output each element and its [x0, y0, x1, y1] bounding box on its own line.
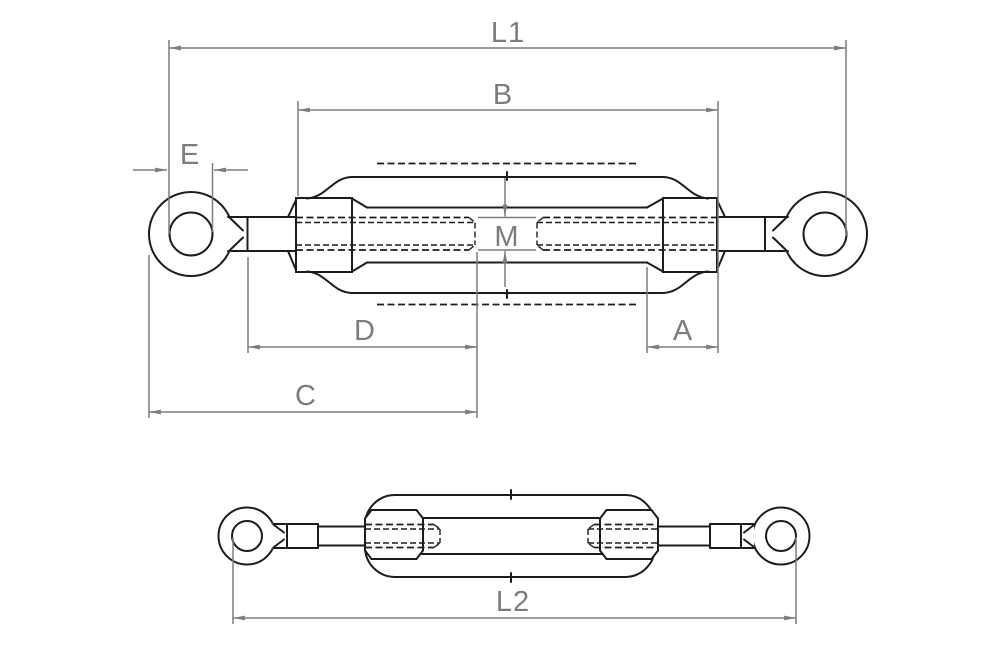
- left-eye-top: [217, 506, 277, 566]
- dimension-b: B: [297, 79, 719, 113]
- dimensions: L1 B E M D A C: [133, 17, 847, 624]
- right-rod: [716, 216, 789, 252]
- right-rod-top: [657, 523, 755, 549]
- dim-label-l1: L1: [491, 17, 525, 49]
- dim-label-m: M: [494, 221, 519, 253]
- right-nut-top: [599, 509, 659, 560]
- top-view: [217, 489, 811, 583]
- right-nut: [662, 197, 726, 273]
- dimension-l2: L2: [232, 586, 797, 621]
- dimension-a: A: [646, 315, 719, 350]
- left-eye: [148, 191, 234, 277]
- left-rod-top: [272, 523, 366, 549]
- left-thread-hidden: [296, 216, 476, 251]
- left-thread-hidden-top: [365, 523, 441, 549]
- dim-label-c: C: [295, 380, 317, 412]
- dim-label-d: D: [354, 315, 376, 347]
- left-rod: [227, 216, 297, 252]
- body-slot: [391, 517, 631, 555]
- right-eye-top: [751, 506, 811, 566]
- right-thread-hidden-top: [587, 523, 658, 549]
- body: [306, 162, 709, 306]
- right-thread-hidden: [536, 216, 717, 251]
- left-nut: [287, 197, 353, 273]
- right-shank-fill: [719, 216, 788, 252]
- side-view: [148, 162, 868, 306]
- right-eye: [782, 191, 868, 277]
- left-shank-fill: [228, 216, 296, 252]
- dimension-d: D: [247, 315, 478, 350]
- dimension-m: M: [478, 178, 536, 287]
- dim-label-a: A: [673, 315, 693, 347]
- dim-label-b: B: [493, 79, 513, 111]
- dim-label-l2: L2: [496, 586, 530, 618]
- left-nut-top: [364, 509, 424, 560]
- dimension-l1: L1: [168, 17, 847, 51]
- dimension-c: C: [148, 380, 478, 415]
- dimension-e: E: [133, 139, 248, 173]
- dim-label-e: E: [180, 139, 200, 171]
